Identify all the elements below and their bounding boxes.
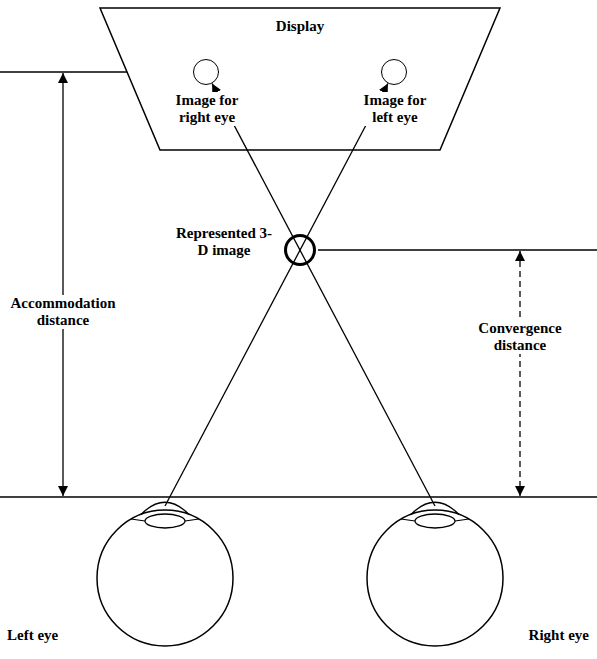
accommodation-dimension-arrow bbox=[62, 73, 63, 496]
eye: Right eye bbox=[365, 506, 505, 651]
dimension-label: Convergence distance bbox=[470, 320, 570, 354]
image-point: Image for left eye bbox=[381, 59, 407, 85]
eye: Left eye bbox=[95, 506, 235, 651]
node-label: Image for right eye bbox=[167, 92, 247, 126]
image-point: Image for right eye bbox=[193, 59, 219, 85]
eye-baseline bbox=[0, 496, 597, 497]
eyeball bbox=[367, 510, 503, 646]
convergence-dimension-arrow bbox=[519, 251, 520, 496]
dimension-label: Accommodation distance bbox=[8, 295, 118, 329]
node-label: Display bbox=[250, 18, 350, 35]
eyeball bbox=[97, 510, 233, 646]
cornea bbox=[141, 502, 189, 514]
node-label: Left eye bbox=[5, 627, 60, 644]
iris bbox=[131, 519, 199, 521]
eye-illustration bbox=[95, 506, 235, 651]
display-trapezoid bbox=[100, 8, 500, 150]
node-label: Represented 3-D image bbox=[169, 225, 279, 259]
lens bbox=[145, 514, 185, 528]
eye-illustration bbox=[365, 506, 505, 651]
iris bbox=[401, 519, 469, 521]
display-screen: DisplayImage for right eyeImage for left… bbox=[100, 8, 500, 150]
line-of-sight bbox=[212, 83, 435, 506]
accommodation-extension-line bbox=[0, 71, 127, 72]
lens bbox=[415, 514, 455, 528]
node-label: Right eye bbox=[527, 627, 591, 644]
convergence-extension-line bbox=[318, 249, 597, 250]
line-of-sight bbox=[165, 83, 388, 506]
cornea bbox=[411, 502, 459, 514]
represented-image-point: Represented 3-D image bbox=[284, 234, 316, 266]
node-label: Image for left eye bbox=[355, 92, 435, 126]
